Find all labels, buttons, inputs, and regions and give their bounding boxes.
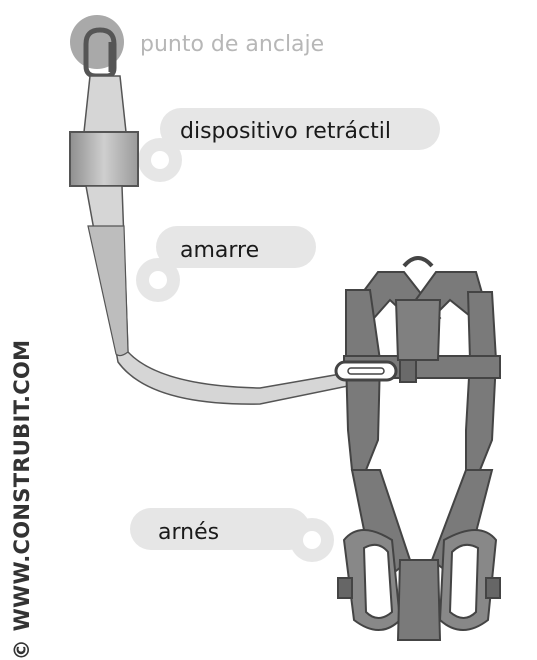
- label-harness: arnés: [130, 508, 334, 562]
- harness: [338, 258, 500, 640]
- label-lanyard: amarre: [136, 226, 316, 302]
- credit-text: WWW.CONSTRUBIT.COM: [10, 340, 34, 632]
- lanyard-snap-hook-icon: [336, 362, 396, 380]
- connector-strap: [84, 76, 126, 132]
- copyright-icon: ©: [10, 639, 34, 660]
- label-retractor: dispositivo retráctil: [138, 108, 440, 182]
- label-anchor: punto de anclaje: [140, 32, 324, 57]
- svg-text:arnés: arnés: [158, 520, 219, 545]
- retractable-device: [70, 132, 138, 186]
- lanyard-shock-absorber: [88, 226, 128, 356]
- svg-text:dispositivo retráctil: dispositivo retráctil: [180, 119, 391, 144]
- svg-text:punto de anclaje: punto de anclaje: [140, 32, 324, 57]
- svg-text:amarre: amarre: [180, 238, 259, 263]
- credit-watermark: © WWW.CONSTRUBIT.COM: [10, 340, 34, 660]
